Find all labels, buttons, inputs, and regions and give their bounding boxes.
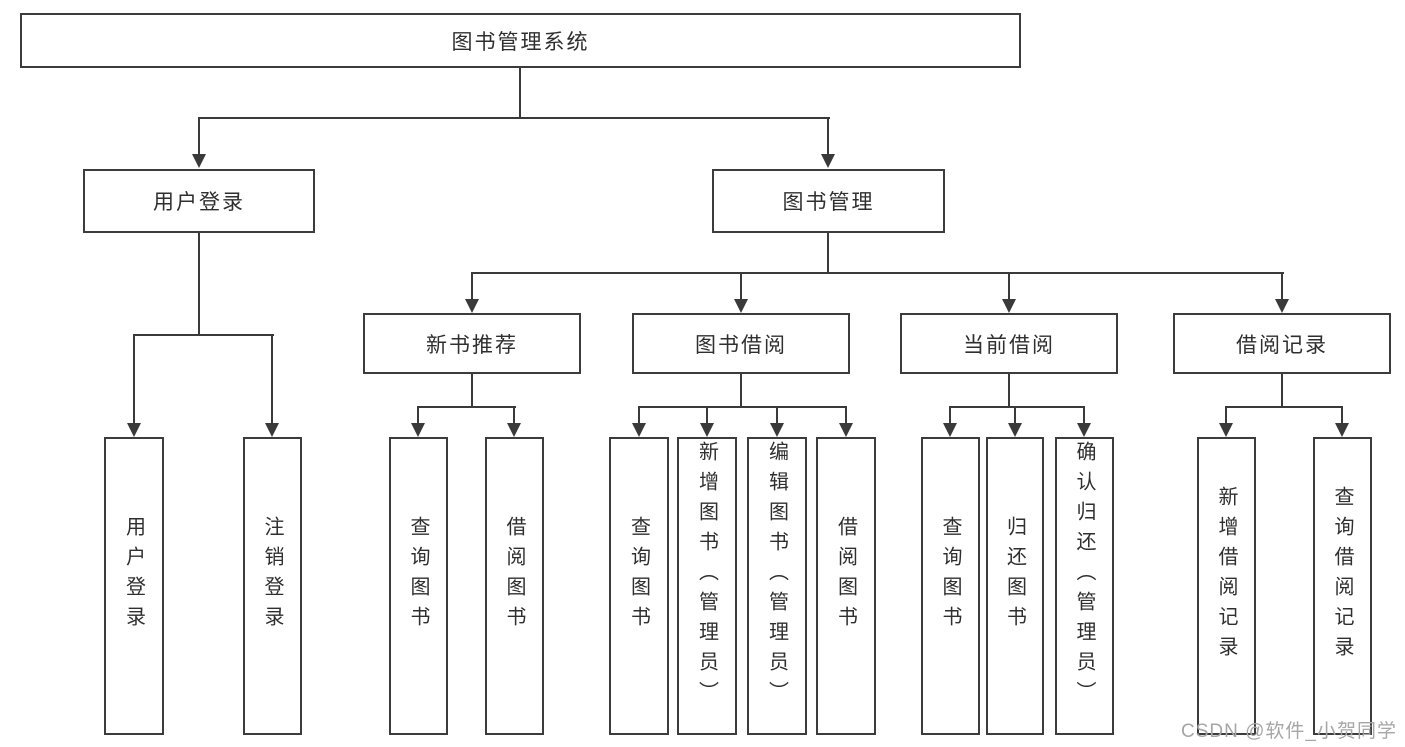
leaf-query-borrow-record: 查询借阅记录 <box>1313 437 1372 735</box>
leaf-borrow-books-recommend: 借阅图书 <box>485 437 544 735</box>
node-new-book-recommendation: 新书推荐 <box>363 313 581 374</box>
connector-line <box>1281 272 1283 299</box>
arrowhead-down-icon <box>1219 423 1233 437</box>
connector-line <box>1225 406 1227 423</box>
csdn-watermark: CSDN @软件_小贺同学 <box>1181 721 1397 742</box>
connector-line <box>827 233 829 274</box>
connector-line <box>1014 406 1016 423</box>
connector-line <box>513 406 515 423</box>
connector-line <box>827 117 829 155</box>
connector-line <box>638 406 847 408</box>
node-library-management-system: 图书管理系统 <box>20 13 1021 68</box>
arrowhead-down-icon <box>465 299 479 313</box>
connector-line <box>949 406 1085 408</box>
leaf-logout: 注销登录 <box>243 437 302 735</box>
connector-line <box>1083 406 1085 423</box>
leaf-return-book: 归还图书 <box>986 437 1044 735</box>
arrowhead-down-icon <box>632 423 646 437</box>
connector-line <box>417 406 516 408</box>
node-user-login: 用户登录 <box>83 169 315 233</box>
connector-line <box>271 334 273 423</box>
arrowhead-down-icon <box>700 423 714 437</box>
connector-line <box>776 406 778 423</box>
arrowhead-down-icon <box>821 154 835 168</box>
connector-line <box>471 374 473 408</box>
connector-line <box>1008 272 1010 299</box>
connector-line <box>519 68 521 119</box>
arrowhead-down-icon <box>192 154 206 168</box>
arrowhead-down-icon <box>265 423 279 437</box>
leaf-query-books-recommend: 查询图书 <box>389 437 448 735</box>
leaf-user-login: 用户登录 <box>104 437 164 735</box>
connector-line <box>740 374 742 408</box>
connector-line <box>133 334 135 423</box>
connector-line <box>471 272 473 299</box>
connector-line <box>417 406 419 423</box>
leaf-confirm-return-admin: 确认归还（管理员） <box>1055 437 1114 735</box>
connector-line <box>198 233 200 336</box>
arrowhead-down-icon <box>411 423 425 437</box>
connector-line <box>740 272 742 299</box>
node-borrowing-records: 借阅记录 <box>1173 313 1391 374</box>
leaf-borrow-books-borrowing: 借阅图书 <box>816 437 876 735</box>
connector-line <box>1225 406 1343 408</box>
connector-line <box>133 334 274 336</box>
connector-line <box>1281 374 1283 408</box>
arrowhead-down-icon <box>734 299 748 313</box>
connector-line <box>845 406 847 423</box>
connector-line <box>638 406 640 423</box>
node-current-borrowing: 当前借阅 <box>900 313 1118 374</box>
leaf-query-books-current: 查询图书 <box>921 437 980 735</box>
connector-line <box>198 117 830 119</box>
arrowhead-down-icon <box>1008 423 1022 437</box>
connector-line <box>198 117 200 155</box>
arrowhead-down-icon <box>770 423 784 437</box>
leaf-query-books-borrowing: 查询图书 <box>609 437 669 735</box>
node-book-borrowing: 图书借阅 <box>632 313 850 374</box>
connector-line <box>949 406 951 423</box>
node-book-management: 图书管理 <box>712 169 945 233</box>
arrowhead-down-icon <box>127 423 141 437</box>
arrowhead-down-icon <box>1077 423 1091 437</box>
leaf-add-book-admin: 新增图书（管理员） <box>677 437 737 735</box>
connector-line <box>706 406 708 423</box>
arrowhead-down-icon <box>839 423 853 437</box>
arrowhead-down-icon <box>943 423 957 437</box>
arrowhead-down-icon <box>1002 299 1016 313</box>
leaf-add-borrow-record: 新增借阅记录 <box>1197 437 1256 735</box>
arrowhead-down-icon <box>1335 423 1349 437</box>
arrowhead-down-icon <box>1275 299 1289 313</box>
arrowhead-down-icon <box>507 423 521 437</box>
connector-line <box>1008 374 1010 408</box>
connector-line <box>1341 406 1343 423</box>
connector-line <box>471 272 1284 274</box>
leaf-edit-book-admin: 编辑图书（管理员） <box>747 437 807 735</box>
